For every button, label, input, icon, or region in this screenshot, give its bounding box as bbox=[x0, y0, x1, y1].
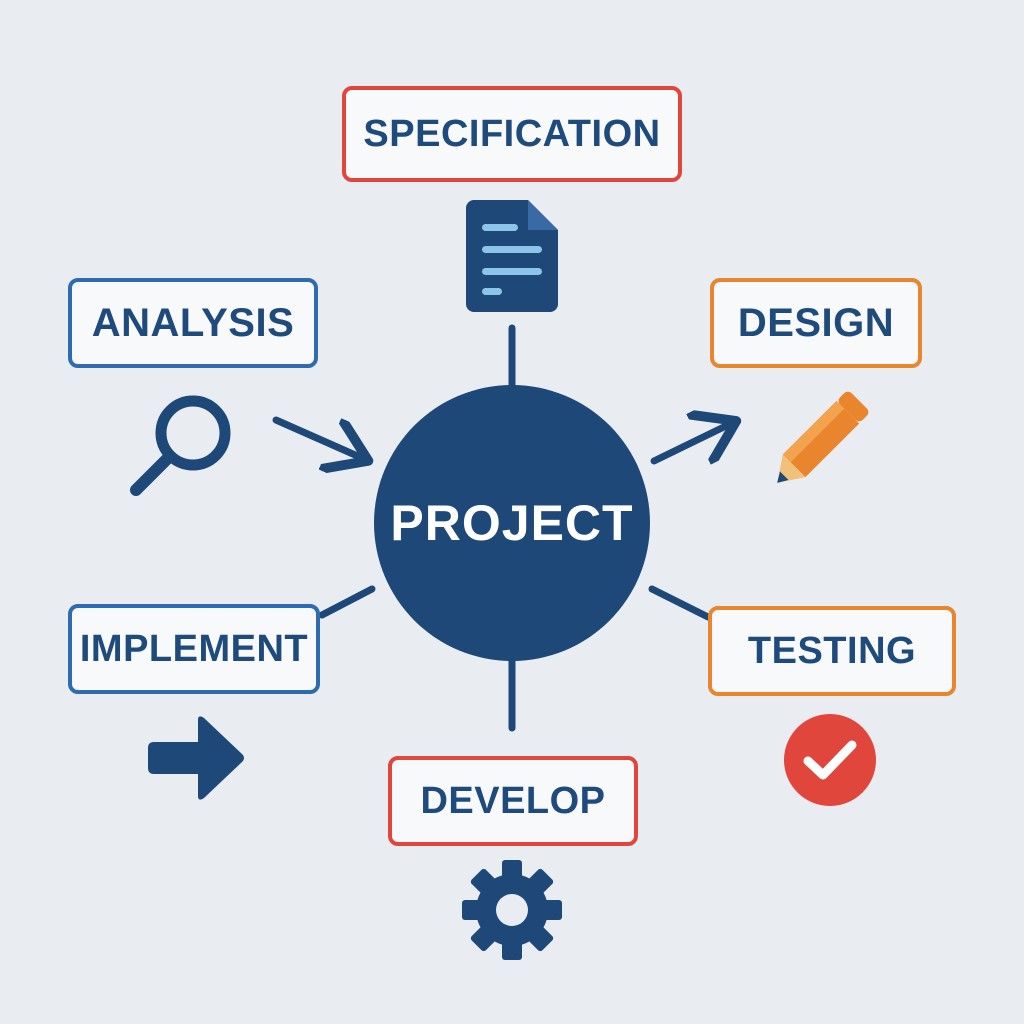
arrow-right-icon bbox=[148, 716, 244, 800]
design-label: DESIGN bbox=[737, 300, 895, 345]
implement-label: IMPLEMENT bbox=[79, 627, 309, 670]
magnifier-icon bbox=[130, 395, 231, 496]
specification-label: SPECIFICATION bbox=[363, 112, 661, 155]
connector-implement bbox=[318, 585, 376, 619]
testing-box: TESTING bbox=[708, 606, 956, 696]
connector-testing bbox=[648, 585, 712, 621]
project-hub: PROJECT bbox=[374, 385, 650, 661]
check-circle-icon bbox=[784, 714, 876, 806]
connector-design-arrow bbox=[650, 424, 730, 465]
connector-analysis-arrow bbox=[272, 416, 362, 458]
project-hub-label: PROJECT bbox=[390, 495, 634, 551]
develop-box: DEVELOP bbox=[388, 756, 638, 846]
gear-icon bbox=[462, 860, 562, 960]
specification-box: SPECIFICATION bbox=[342, 86, 682, 182]
develop-label: DEVELOP bbox=[420, 779, 606, 822]
analysis-box: ANALYSIS bbox=[68, 278, 318, 368]
pencil-icon bbox=[777, 391, 869, 483]
implement-box: IMPLEMENT bbox=[68, 604, 320, 694]
design-box: DESIGN bbox=[710, 278, 922, 368]
testing-label: TESTING bbox=[747, 629, 917, 672]
analysis-label: ANALYSIS bbox=[91, 300, 295, 345]
document-icon bbox=[466, 200, 558, 312]
